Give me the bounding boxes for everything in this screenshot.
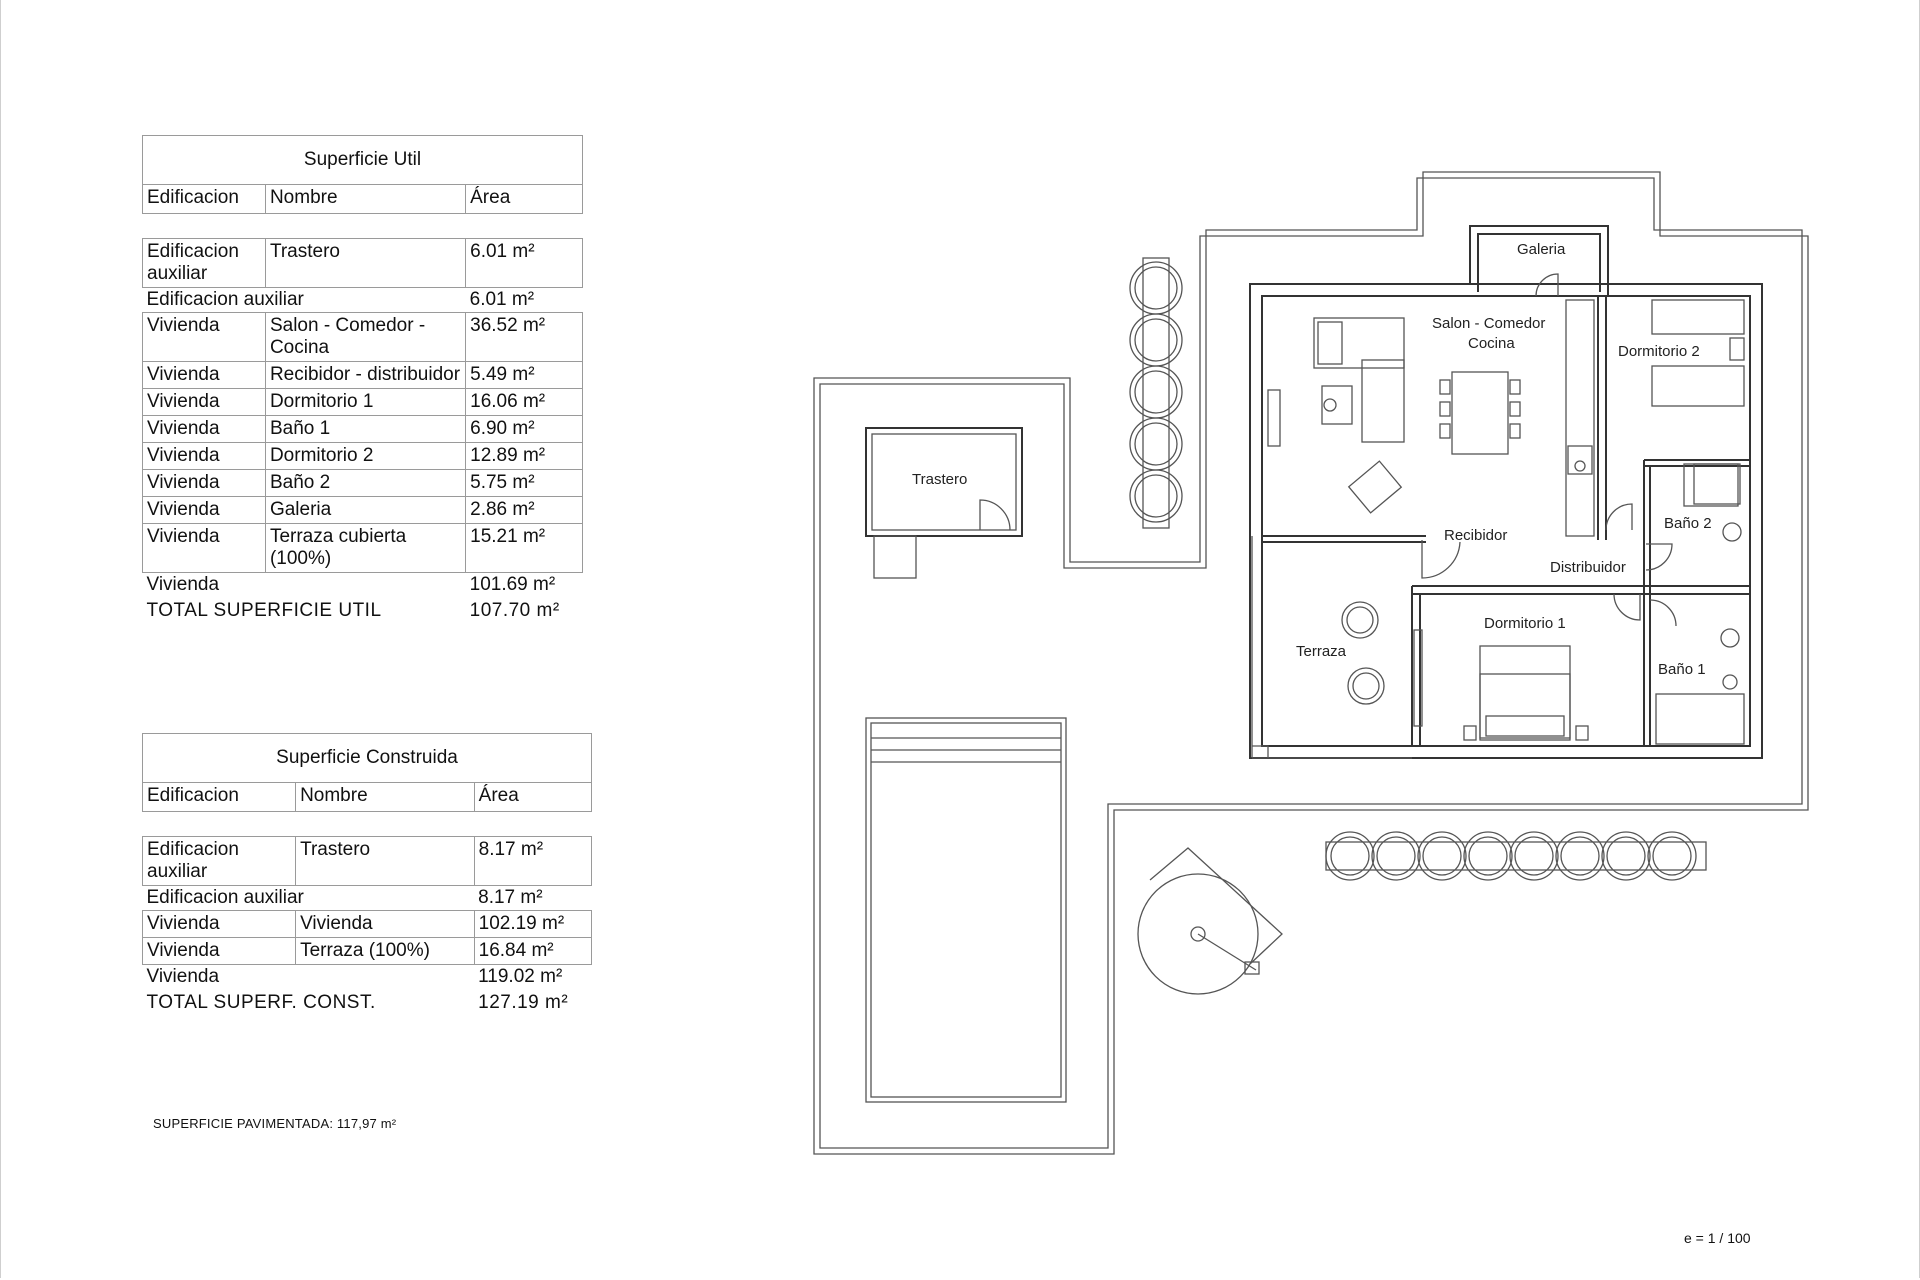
trastero-building [865,427,1023,579]
subtotal-label: Vivienda [146,966,220,987]
superficie-construida-table: Superficie Construida Edificacion Nombre… [141,733,593,1017]
cell-area: 36.52 m² [465,312,583,362]
label-trastero: Trastero [912,471,967,488]
label-bano1: Baño 1 [1658,661,1706,678]
cell-area: 6.01 m² [465,238,583,288]
cell-nombre: Baño 1 [264,415,467,443]
umbrella [1137,847,1283,995]
cell-edificacion: Vivienda [142,442,266,470]
cell-nombre: Galeria [264,496,467,524]
label-dormitorio1: Dormitorio 1 [1484,615,1566,632]
cell-edificacion: Vivienda [142,469,266,497]
salon-furniture [1267,299,1595,537]
cell-area: 8.17 m² [473,836,593,886]
label-dormitorio2: Dormitorio 2 [1618,343,1700,360]
total-label: TOTAL SUPERF. CONST. [146,992,376,1013]
header-area: Área [473,782,593,812]
cell-edificacion: Vivienda [141,910,297,938]
header-edificacion: Edificacion [141,782,297,812]
header-edificacion: Edificacion [142,184,266,214]
subtotal-label: Edificacion auxiliar [146,887,304,908]
table-title: Superficie Util [142,135,583,185]
label-recibidor: Recibidor [1444,527,1507,544]
bathroom-fixtures [1655,463,1745,745]
cell-edificacion: Vivienda [142,523,266,573]
label-bano2: Baño 2 [1664,515,1712,532]
dormitorio1-furniture [1463,645,1589,741]
cell-nombre: Trastero [264,238,467,288]
cell-nombre: Recibidor - distribuidor [264,361,467,389]
cell-nombre: Vivienda [295,910,475,938]
label-galeria: Galeria [1517,241,1566,258]
total-area: 127.19 m² [478,992,569,1013]
paving-outline [813,171,1809,1155]
plants-horizontal [1325,831,1707,881]
header-nombre: Nombre [264,184,467,214]
total-area: 107.70 m² [469,600,560,621]
label-distribuidor: Distribuidor [1550,559,1626,576]
label-salon-line1: Salon - Comedor [1432,315,1545,332]
cell-area: 2.86 m² [465,496,583,524]
table-row: Edificacion auxiliar Trastero 8.17 m² [141,836,593,886]
cell-area: 5.75 m² [465,469,583,497]
terraza-area [1251,536,1423,759]
cell-nombre: Terraza (100%) [295,937,475,965]
cell-area: 12.89 m² [465,442,583,470]
cell-edificacion: Vivienda [141,937,297,965]
cell-nombre: Trastero [295,836,475,886]
cell-edificacion: Vivienda [142,312,266,362]
subtotal-label: Edificacion auxiliar [146,289,304,310]
room-labels: Trastero Galeria Salon - Comedor Cocina … [912,241,1712,678]
label-salon-line2: Cocina [1468,335,1515,352]
scale-note: e = 1 / 100 [1684,1230,1751,1246]
subtotal-area: 8.17 m² [478,887,543,908]
cell-area: 5.49 m² [465,361,583,389]
cell-nombre: Dormitorio 2 [264,442,467,470]
cell-edificacion: Vivienda [142,496,266,524]
superficie-pavimentada-note: SUPERFICIE PAVIMENTADA: 117,97 m² [153,1116,397,1131]
superficie-util-table: Superficie Util Edificacion Nombre Área … [142,135,583,625]
plants-vertical [1129,257,1183,529]
header-nombre: Nombre [295,782,475,812]
cell-area: 16.84 m² [473,937,593,965]
subtotal-area: 6.01 m² [469,289,535,310]
cell-edificacion: Vivienda [142,388,266,416]
header-area: Área [465,184,583,214]
cell-edificacion: Edificacion auxiliar [141,836,297,886]
cell-area: 102.19 m² [473,910,593,938]
cell-area: 15.21 m² [465,523,583,573]
dormitorio2-furniture [1651,299,1745,507]
total-label: TOTAL SUPERFICIE UTIL [146,600,382,621]
label-terraza: Terraza [1296,643,1347,660]
doors [1421,273,1677,627]
pool [865,717,1067,1103]
house-walls [1249,225,1763,759]
subtotal-label: Vivienda [146,574,220,595]
cell-nombre: Terraza cubierta (100%) [264,523,467,573]
cell-area: 6.90 m² [465,415,583,443]
subtotal-area: 101.69 m² [469,574,556,595]
subtotal-area: 119.02 m² [478,966,563,987]
table-row: Edificacion auxiliar Trastero 6.01 m² [142,238,583,288]
cell-nombre: Salon - Comedor - Cocina [264,312,467,362]
cell-edificacion: Edificacion auxiliar [142,238,266,288]
